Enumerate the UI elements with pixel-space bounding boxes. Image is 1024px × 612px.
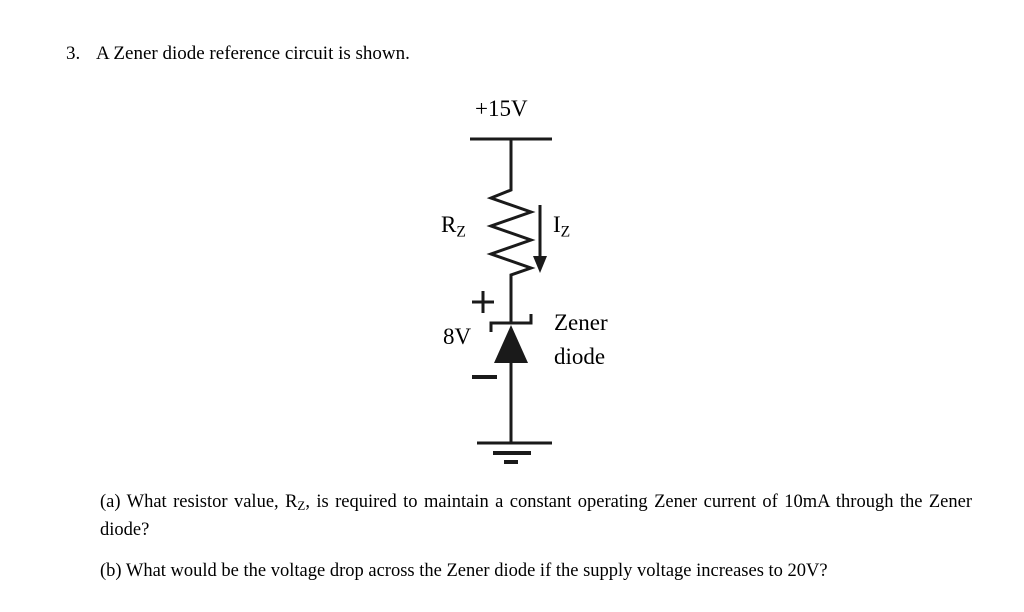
- polarity-plus-sign: [472, 291, 494, 313]
- zener-diode-name: Zener diode: [554, 306, 608, 374]
- question-heading: 3. A Zener diode reference circuit is sho…: [66, 42, 666, 66]
- subquestion-b-marker: (b): [100, 561, 122, 581]
- circuit-schematic-svg: [470, 137, 552, 464]
- subquestion-a-text-after: , is required to maintain a constant ope…: [100, 492, 973, 541]
- resistor-zigzag: [486, 185, 536, 302]
- current-label-main: I: [553, 212, 561, 237]
- resistor-label-subscript: Z: [456, 223, 466, 241]
- zener-cathode-bar: [489, 314, 533, 332]
- resistor-label-main: R: [441, 212, 457, 237]
- zener-diode-name-line2: diode: [554, 344, 606, 369]
- zener-diode-name-line1: Zener: [554, 310, 608, 335]
- question-statement: A Zener diode reference circuit is shown…: [96, 43, 410, 64]
- subquestion-b-text: What would be the voltage drop across th…: [121, 561, 828, 581]
- zener-circuit-diagram: +15V RZ IZ 8V Zener diode: [420, 95, 680, 485]
- subquestion-a: (a) What resistor value, RZ, is required…: [100, 490, 972, 543]
- subquestion-a-symbol-subscript: Z: [297, 498, 306, 514]
- supply-voltage-label: +15V: [475, 96, 528, 121]
- subquestion-a-marker: (a): [100, 492, 121, 512]
- current-arrow-head: [533, 256, 547, 273]
- zener-anode-triangle: [494, 325, 528, 363]
- current-label-subscript: Z: [560, 223, 571, 241]
- question-number: 3.: [66, 43, 81, 64]
- subquestion-b: (b) What would be the voltage drop acros…: [100, 559, 972, 584]
- subquestion-a-text-before: What resistor value, R: [120, 492, 298, 512]
- current-label: IZ: [553, 213, 570, 240]
- resistor-label: RZ: [441, 213, 466, 240]
- zener-voltage-label: 8V: [443, 324, 472, 349]
